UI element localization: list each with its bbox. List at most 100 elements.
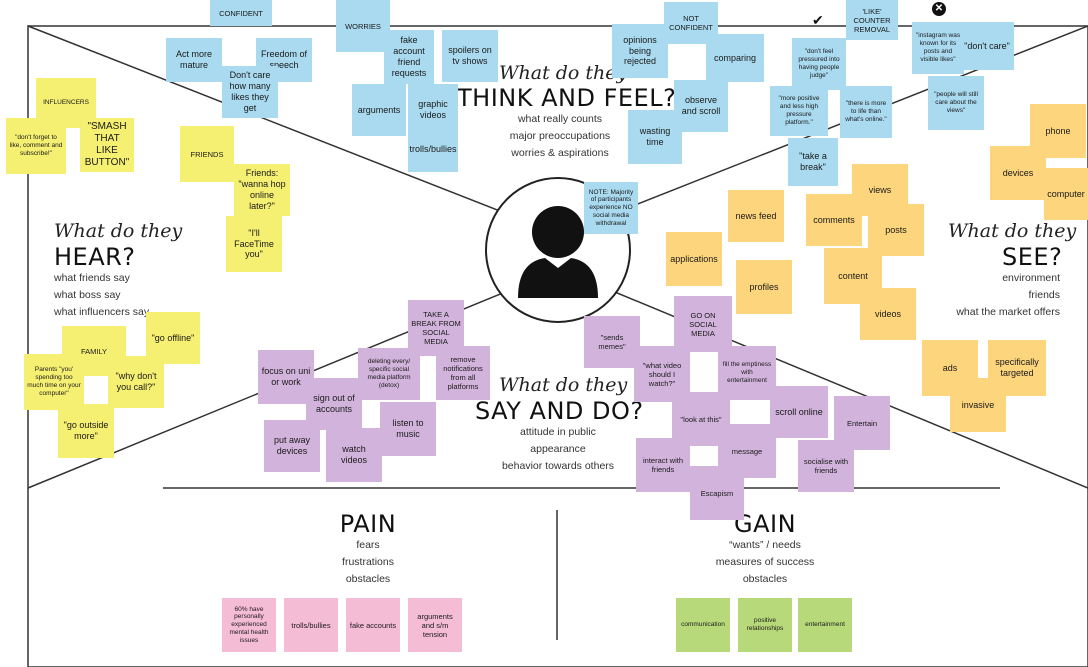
note-dont-care: "don't care" [960, 22, 1014, 70]
note-why-dont-you-call: "why don't you call?" [108, 356, 164, 408]
say-line: appearance [530, 443, 586, 455]
note-applications: applications [666, 232, 722, 286]
hear-line: what friends say [54, 272, 130, 284]
note-trolls-bullies: trolls/bullies [408, 126, 458, 172]
note-news-feed: news feed [728, 190, 784, 242]
note-fake-accounts: fake accounts [346, 598, 400, 652]
think-line: worries & aspirations [511, 147, 609, 159]
check-icon: ✔ [812, 12, 824, 28]
gain-subtitle-list: “wants” / needs measures of success obst… [700, 537, 830, 588]
note-put-away-devices: put away devices [264, 420, 320, 472]
see-line: what the market offers [956, 306, 1060, 318]
note-sends-memes: "sends memes" [584, 316, 640, 368]
note-listen-to-music: listen to music [380, 402, 436, 456]
see-line: friends [1028, 289, 1060, 301]
see-title: SEE? [1002, 243, 1063, 271]
note-smash-like: "SMASH THAT LIKE BUTTON" [80, 118, 134, 172]
note-videos: videos [860, 288, 916, 340]
hear-subtitle-list: what friends say what boss say what infl… [54, 270, 149, 321]
note-profiles: profiles [736, 260, 792, 314]
note-wanna-hop-online: Friends: "wanna hop online later?" [234, 164, 290, 216]
pain-title: PAIN [339, 510, 397, 538]
think-title: THINK AND FEEL? [457, 84, 677, 112]
gain-title: GAIN [733, 510, 797, 538]
pain-line: obstacles [345, 573, 391, 585]
note-dont-forget-like: "don't forget to like, comment and subsc… [6, 118, 66, 174]
gain-line: “wants” / needs [729, 539, 801, 551]
note-pain-trolls-bullies: trolls/bullies [284, 598, 338, 652]
note-arguments-tension: arguments and s/m tension [408, 598, 462, 652]
gain-line: obstacles [742, 573, 788, 585]
note-friends: FRIENDS [180, 126, 234, 182]
note-more-to-life: "there is more to life than what's onlin… [840, 86, 892, 138]
note-fill-emptiness: fill the emptiness with entertainment [718, 346, 776, 400]
note-confident: CONFIDENT [210, 0, 272, 26]
hear-script: What do they [54, 220, 183, 242]
hear-title: HEAR? [54, 243, 136, 271]
note-positive-relationships: positive relationships [738, 598, 792, 652]
note-communication: communication [676, 598, 730, 652]
note-wasting-time: wasting time [628, 110, 682, 164]
note-arguments: arguments [352, 84, 406, 136]
note-deleting-platform-detox: deleting every/ specific social media pl… [358, 348, 420, 400]
note-scroll-online: scroll online [770, 386, 828, 438]
note-observe-scroll: observe and scroll [674, 80, 728, 132]
note-go-on-social-media: GO ON SOCIAL MEDIA [674, 296, 732, 352]
see-line: environment [1002, 272, 1060, 284]
note-mental-health: 60% have personally experienced mental h… [222, 598, 276, 652]
note-worries: WORRIES [336, 0, 390, 52]
note-fake-account-requests: fake account friend requests [384, 30, 434, 84]
note-remove-notifications: remove notifications from all platforms [436, 346, 490, 400]
pain-line: fears [356, 539, 380, 551]
note-invasive: invasive [950, 378, 1006, 432]
note-spoilers: spoilers on tv shows [442, 30, 498, 82]
note-interact-with-friends: interact with friends [636, 438, 690, 492]
note-socialise-with-friends: socialise with friends [798, 440, 854, 492]
note-take-a-break: "take a break" [788, 138, 838, 186]
note-people-still-care: "people will still care about the views" [928, 76, 984, 130]
divider-top-left [27, 25, 511, 216]
note-opinions-rejected: opinions being rejected [612, 24, 668, 78]
note-computer: computer [1044, 168, 1088, 220]
note-instagram-known: "instagram was known for its posts and v… [912, 22, 964, 74]
note-parents-too-much-time: Parents "you' spending too much time on … [24, 354, 84, 410]
note-go-outside-more: "go outside more" [58, 404, 114, 458]
gain-line: measures of success [715, 556, 815, 568]
say-subtitle-list: attitude in public appearance behavior t… [488, 424, 628, 475]
pain-subtitle-list: fears frustrations obstacles [318, 537, 418, 588]
note-devices: devices [990, 146, 1046, 200]
say-title: SAY AND DO? [475, 397, 644, 425]
note-facetime-you: "I'll FaceTime you" [226, 216, 282, 272]
think-line: what really counts [517, 113, 603, 125]
see-script: What do they [948, 220, 1077, 242]
note-more-positive: "more positive and less high pressure pl… [770, 86, 828, 136]
map-frame [27, 25, 1088, 667]
say-script: What do they [499, 374, 628, 396]
note-posts: posts [868, 204, 924, 256]
note-go-offline: "go offline" [146, 312, 200, 364]
note-no-withdrawal: NOTE: Majority of participants experienc… [584, 182, 638, 234]
note-act-more-mature: Act more mature [166, 38, 222, 82]
note-entertainment: entertainment [798, 598, 852, 652]
note-dont-care-likes: Don't care how many likes they get [222, 66, 278, 118]
note-dont-feel-pressured: "don't feel pressured into having people… [792, 38, 846, 90]
note-like-counter-removal: 'LIKE' COUNTER REMOVAL [846, 0, 898, 40]
think-line: major preoccupations [509, 130, 611, 142]
say-line: attitude in public [520, 426, 596, 438]
persona-icon [518, 206, 598, 298]
hear-line: what influencers say [54, 306, 150, 318]
think-script: What do they [499, 62, 628, 84]
see-subtitle-list: environment friends what the market offe… [920, 270, 1060, 321]
pain-line: frustrations [342, 556, 394, 568]
think-subtitle-list: what really counts major preoccupations … [490, 111, 630, 162]
hear-line: what boss say [54, 289, 121, 301]
cross-icon: ✕ [932, 2, 946, 16]
note-comments: comments [806, 194, 862, 246]
note-watch-videos: watch videos [326, 428, 382, 482]
note-focus-uni-work: focus on uni or work [258, 350, 314, 404]
note-comparing: comparing [706, 34, 764, 82]
note-escapism: Escapism [690, 466, 744, 520]
say-line: behavior towards others [501, 460, 615, 472]
